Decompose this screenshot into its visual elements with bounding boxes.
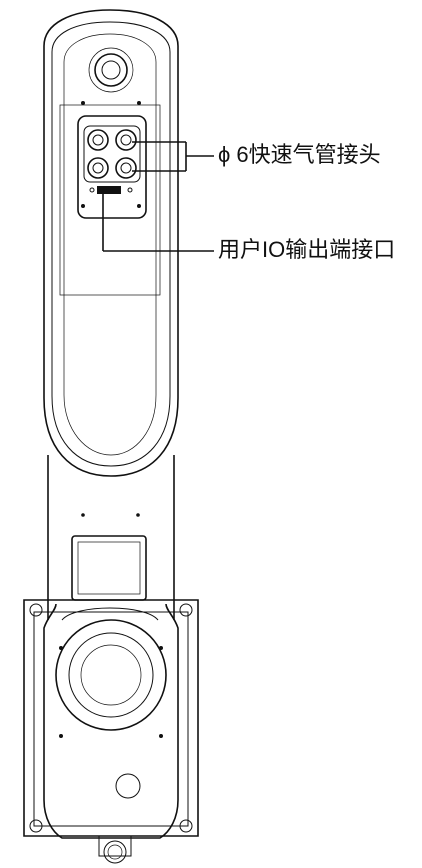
quick-connector-bottom-right xyxy=(115,157,137,179)
quick-connector-top-right xyxy=(115,129,137,151)
bottom-cable-connector xyxy=(98,835,132,864)
quick-connector-bottom-left xyxy=(87,157,109,179)
connector-panel xyxy=(59,104,161,296)
io-port-callout-label: 用户IO输出端接口 xyxy=(218,237,396,262)
top-cap-assembly xyxy=(81,47,141,208)
quick-connector-top-left xyxy=(87,129,109,151)
quick-connector-callout-label: ϕ 6快速气管接头 xyxy=(218,142,381,167)
upper-arm-housing xyxy=(43,9,179,477)
callout-leader-io-port xyxy=(102,194,214,252)
base-joint-housing xyxy=(43,603,179,839)
io-port-connector xyxy=(97,186,121,194)
callout-leader-quick-connector xyxy=(132,141,214,172)
middle-link-body xyxy=(47,455,175,620)
base-mount-plate xyxy=(23,599,199,837)
